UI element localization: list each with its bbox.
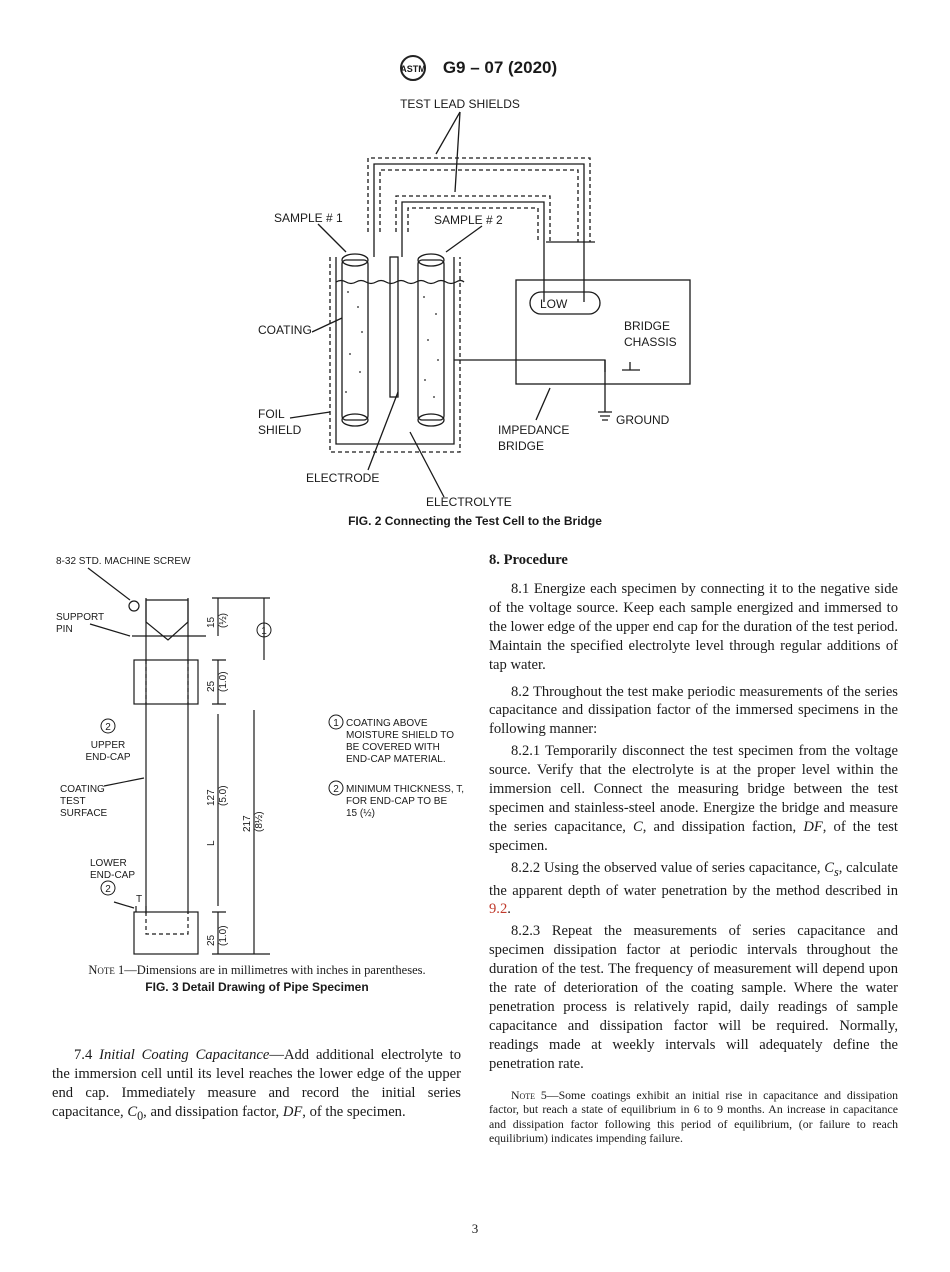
callout2-line2: FOR END-CAP TO BE	[346, 796, 447, 807]
para-8-2-1-c: C	[633, 818, 643, 835]
circle-2-lower: 2	[105, 884, 111, 895]
dim-15-in: (½)	[218, 613, 229, 628]
para-8-1: 8.1 Energize each specimen by connecting…	[489, 581, 898, 673]
section-7-4-text-c: , of the specimen.	[302, 1103, 406, 1120]
label-coating: COATING	[60, 784, 105, 795]
circle-1-dim: 1	[261, 626, 267, 637]
label-t: T	[136, 894, 142, 905]
label-low: LOW	[540, 297, 568, 311]
dim-25b-in: (1.0)	[218, 925, 229, 946]
dim-25a: 25	[206, 680, 217, 692]
callout2-line1: MINIMUM THICKNESS, T,	[346, 784, 464, 795]
circle-2-callout: 2	[333, 784, 339, 795]
astm-logo-text: ASTM	[400, 64, 426, 74]
label-electrolyte: ELECTROLYTE	[426, 495, 512, 509]
para-8-2-2: 8.2.2 Using the observed value of series…	[489, 859, 898, 920]
section-7-4-title: Initial Coating Capacitance	[99, 1047, 270, 1063]
note-5-label: Note 5	[511, 1087, 547, 1102]
label-pin: PIN	[56, 624, 73, 635]
label-surface: SURFACE	[60, 808, 108, 819]
label-impedance: IMPEDANCE	[498, 423, 569, 437]
callout1-line2: MOISTURE SHIELD TO	[346, 730, 454, 741]
label-coating: COATING	[258, 323, 312, 337]
label-ground: GROUND	[616, 413, 670, 427]
label-screw: 8-32 STD. MACHINE SCREW	[56, 556, 191, 567]
section-8-body: 8.1 Energize each specimen by connecting…	[489, 580, 898, 1146]
dim-25a-in: (1.0)	[218, 671, 229, 692]
label-sample1: SAMPLE # 1	[274, 211, 343, 225]
label-impedance-bridge: BRIDGE	[498, 439, 544, 453]
label-lower-end-cap: END-CAP	[90, 870, 135, 881]
fig3-note-label: Note 1	[88, 963, 125, 977]
dim-127: 127	[206, 789, 217, 806]
callout1-line1: COATING ABOVE	[346, 718, 428, 729]
df-var: DF	[282, 1103, 303, 1120]
para-8-2-2-a: 8.2.2 Using the observed value of series…	[511, 859, 825, 876]
fig2-caption: FIG. 2 Connecting the Test Cell to the B…	[348, 514, 602, 528]
dim-15: 15	[206, 616, 217, 628]
note-5-text: —Some coatings exhibit an initial rise i…	[489, 1087, 898, 1146]
label-lower: LOWER	[90, 858, 127, 869]
page-header: ASTM G9 – 07 (2020)	[0, 54, 950, 82]
dim-l: L	[206, 840, 217, 846]
para-8-2-1: 8.2.1 Temporarily disconnect the test sp…	[489, 742, 898, 855]
c0-var: C	[127, 1103, 138, 1120]
dim-25b: 25	[206, 934, 217, 946]
section-8-heading: 8. Procedure	[489, 552, 568, 568]
section-7-4: 7.4 Initial Coating Capacitance—Add addi…	[52, 1046, 461, 1126]
label-upper-end-cap: END-CAP	[85, 752, 130, 763]
para-8-2-2-end: .	[507, 901, 511, 918]
section-7-4-text-a: —Add additional electrolyte to the immer…	[52, 1047, 461, 1120]
para-8-2-1-a: 8.2.1 Temporarily disconnect the test sp…	[489, 743, 898, 835]
section-7-4-text-b: , and dissipation factor,	[143, 1103, 283, 1120]
para-8-2: 8.2 Throughout the test make periodic me…	[489, 683, 898, 738]
label-shield: SHIELD	[258, 423, 302, 437]
para-8-2-3: 8.2.3 Repeat the measurements of series …	[489, 923, 898, 1072]
fig3-note: Note 1—Dimensions are in millimetres wit…	[52, 963, 462, 978]
label-bridge: BRIDGE	[624, 319, 670, 333]
para-8-2-2-sub: s	[834, 864, 839, 879]
document-code: G9 – 07 (2020)	[442, 58, 558, 77]
dim-127-in: (5.0)	[218, 785, 229, 806]
note-5: Note 5—Some coatings exhibit an initial …	[489, 1088, 898, 1146]
fig3-diagram: 1 2 2 1 2 8-32 STD. MACHINE SCREW SUPPOR…	[56, 556, 464, 955]
callout2-line3: 15 (½)	[346, 808, 375, 819]
dim-217-in: (8½)	[254, 811, 265, 832]
fig3-note-text: —Dimensions are in millimetres with inch…	[124, 963, 426, 977]
label-support: SUPPORT	[56, 612, 104, 623]
label-electrode: ELECTRODE	[306, 471, 379, 485]
para-8-2-1-end: , of the test specimen.	[489, 818, 898, 854]
c0-sub: 0	[137, 1108, 144, 1123]
label-test-lead-shields: TEST LEAD SHIELDS	[400, 97, 520, 111]
para-8-2-2-cs: C	[824, 859, 835, 876]
fig3-callout-circles	[100, 622, 344, 896]
callout1-line3: BE COVERED WITH	[346, 742, 440, 753]
label-foil: FOIL	[258, 407, 285, 421]
dim-217: 217	[242, 815, 253, 832]
circle-1-callout: 1	[333, 718, 339, 729]
section-7-4-number: 7.4	[74, 1047, 93, 1063]
link-9-2[interactable]: 9.2	[489, 901, 508, 918]
label-sample2: SAMPLE # 2	[434, 213, 503, 227]
label-chassis: CHASSIS	[624, 335, 677, 349]
callout1-line4: END-CAP MATERIAL.	[346, 754, 446, 765]
label-test: TEST	[60, 796, 86, 807]
para-8-2-2-b: , calculate the apparent depth of water …	[489, 859, 898, 899]
fig3-caption: FIG. 3 Detail Drawing of Pipe Specimen	[145, 980, 369, 994]
para-8-2-1-df: DF	[803, 818, 823, 835]
astm-logo-icon: ASTM	[399, 55, 426, 81]
fig2-diagram: TEST LEAD SHIELDS SAMPLE # 1 SAMPLE # 2 …	[258, 97, 691, 509]
para-8-2-1-b: , and dissipation faction,	[642, 818, 804, 835]
page-number: 3	[471, 1221, 479, 1236]
label-upper: UPPER	[91, 740, 125, 751]
circle-2-upper: 2	[105, 722, 111, 733]
